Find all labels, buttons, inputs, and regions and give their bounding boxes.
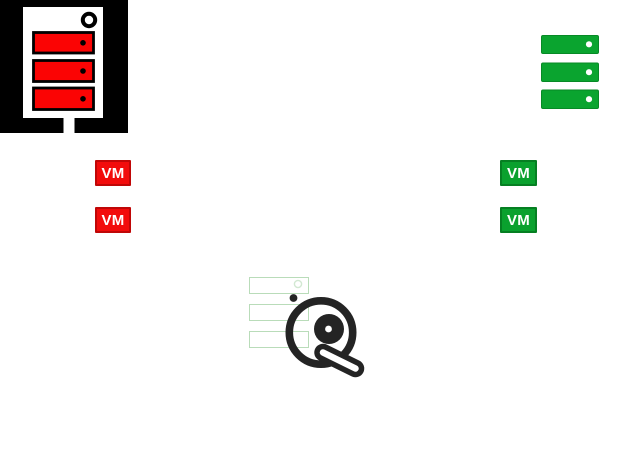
drive-led-icon: [80, 96, 86, 102]
vm-badge-failed-2: VM: [95, 207, 131, 233]
shared-storage-icon: [249, 277, 365, 378]
drive-bay-green-2: [541, 62, 599, 82]
drive-led-icon: [585, 96, 593, 103]
drive-led-icon: [80, 40, 86, 46]
drive-bay-red-1: [32, 31, 95, 55]
power-button-icon: [80, 11, 98, 29]
drive-bay-green-1: [541, 35, 599, 54]
vm-badge-label: VM: [506, 164, 531, 182]
checklist-row: [249, 331, 309, 348]
disk-platter-ring: [285, 296, 357, 368]
server-stack-green-icon: [541, 35, 599, 109]
drive-bay-green-3: [541, 89, 599, 109]
disk-spindle-hole: [325, 325, 332, 333]
vm-badge-label: VM: [101, 164, 125, 182]
drive-led-icon: [585, 41, 593, 48]
server-tower-stand: [63, 112, 75, 133]
drive-bay-red-2: [32, 59, 95, 83]
drive-bay-red-3: [32, 86, 95, 111]
vm-badge-healthy-1: VM: [500, 160, 537, 186]
vm-badge-label: VM: [101, 211, 125, 229]
checklist-row: [249, 277, 309, 294]
disk-arm-core: [319, 349, 359, 372]
drive-led-icon: [585, 69, 593, 76]
drive-led-icon: [80, 68, 86, 74]
vm-badge-label: VM: [506, 211, 531, 229]
hard-disk-icon: [285, 294, 365, 378]
vm-badge-failed-1: VM: [95, 160, 131, 186]
checklist-bullet-icon: [293, 279, 303, 289]
vm-badge-healthy-2: VM: [500, 207, 537, 233]
disk-satellite-dot: [289, 294, 298, 302]
server-tower-red-icon: [0, 0, 128, 133]
